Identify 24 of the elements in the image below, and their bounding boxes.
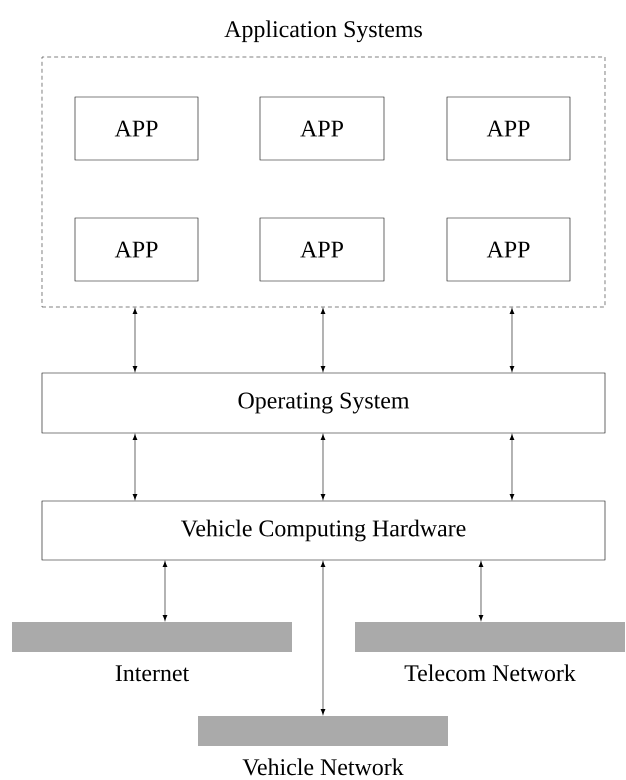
arrow bbox=[162, 561, 168, 622]
layer-box: APP bbox=[260, 96, 384, 160]
arrow bbox=[510, 308, 514, 372]
node-label: Vehicle Network bbox=[242, 758, 404, 776]
layer-box: APP bbox=[260, 218, 384, 282]
network-bar: Telecom Network bbox=[355, 622, 625, 682]
layer-box: APP bbox=[74, 96, 198, 160]
arrow bbox=[320, 308, 326, 372]
node-label: Application Systems bbox=[224, 20, 422, 42]
network-bar: Vehicle Network bbox=[198, 716, 448, 776]
layer-box: Vehicle Computing Hardware bbox=[42, 500, 606, 560]
node-label: Telecom Network bbox=[404, 664, 576, 682]
arrow bbox=[320, 561, 326, 716]
arrow bbox=[478, 561, 484, 622]
layer-box: APP bbox=[74, 218, 198, 282]
network-bar: Internet bbox=[12, 622, 292, 682]
arrow bbox=[132, 308, 138, 372]
layer-box: APP bbox=[446, 96, 570, 160]
layer-box: APP bbox=[446, 218, 570, 282]
node-label: Internet bbox=[116, 665, 190, 682]
arrow bbox=[132, 434, 138, 500]
layer-box: Operating System bbox=[42, 372, 606, 434]
arrow bbox=[320, 434, 326, 500]
arrow bbox=[510, 434, 514, 500]
